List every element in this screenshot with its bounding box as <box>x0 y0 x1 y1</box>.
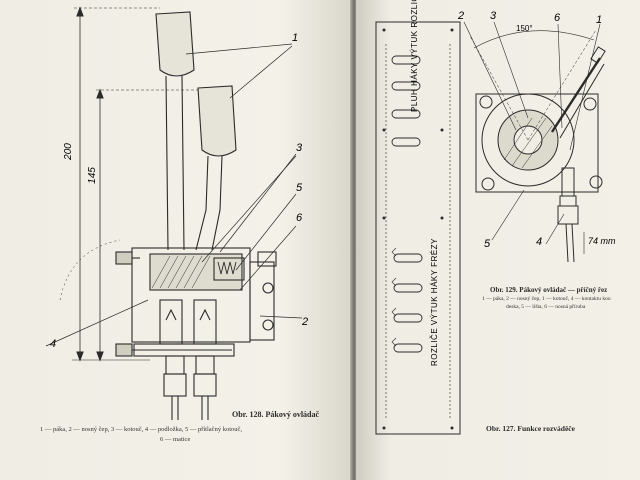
panel-label-frezy: FRÉZY <box>430 238 439 267</box>
callout-5: 5 <box>296 182 303 194</box>
figure-128-legend-line1: 1 — páka, 2 — nosný čep, 3 — kotouč, 4 —… <box>40 426 243 433</box>
dimension-145: 145 <box>86 167 98 184</box>
figure-129-legend-line2: deska, 5 — lišta, 6 — nosná příruba <box>506 304 586 310</box>
callout-129-1: 1 <box>596 14 603 26</box>
callout-2: 2 <box>302 316 309 328</box>
left-page: 1 3 5 6 2 4 200 145 Obr. 128. Pákový ovl… <box>0 0 352 480</box>
callout-3: 3 <box>296 142 303 154</box>
panel-label-bottom: ROZLIČE VÝTUK HÁKY FRÉZY <box>430 238 439 366</box>
callout-6: 6 <box>296 212 303 224</box>
dimension-200: 200 <box>62 143 74 160</box>
angle-label: 150° <box>516 24 533 33</box>
figure-128-legend-line2: 6 — matice <box>160 436 191 443</box>
panel-label-pluh: PLUH <box>410 88 419 112</box>
panel-label-vytuk-top: VÝTUK <box>410 30 419 60</box>
callout-129-4: 4 <box>536 236 543 248</box>
callout-129-6: 6 <box>554 12 561 24</box>
panel-label-haky-bottom: HÁKY <box>430 269 439 294</box>
lever-handle-tall <box>155 11 195 77</box>
lever-handle-short <box>197 85 237 157</box>
panel-label-rozlice-bottom: ROZLIČE <box>430 327 439 366</box>
figure-128-drawing <box>45 6 303 420</box>
figure-127-129-drawing <box>375 21 606 435</box>
panel-label-haky-top: HÁKY <box>410 62 419 86</box>
disc-outer <box>481 93 575 187</box>
callout-4: 4 <box>50 338 57 350</box>
figure-129-caption: Obr. 129. Pákový ovládač — příčný řez <box>490 286 608 294</box>
right-page: PLUH HÁKY VÝTUK ROZLIČE ROZLIČE VÝTUK HÁ… <box>356 0 640 480</box>
flange-plate <box>475 93 599 193</box>
spring <box>217 261 237 275</box>
panel-label-top: PLUH HÁKY VÝTUK ROZLIČE <box>410 0 419 112</box>
lever-129 <box>550 57 602 133</box>
figure-128-caption: Obr. 128. Pákový ovládač <box>232 410 320 419</box>
callout-129-3: 3 <box>490 10 497 22</box>
panel-label-rozlice-top: ROZLIČE <box>410 0 419 28</box>
figure-129-legend-line1: 1 — páka, 2 — nosný čep, 1 — kotouč, 4 —… <box>482 296 611 302</box>
panel-label-vytuk-bottom: VÝTUK <box>430 295 439 326</box>
bolt-bottom <box>115 343 133 357</box>
dimension-74mm: 74 mm <box>588 236 616 246</box>
book-gutter <box>350 0 358 480</box>
callout-129-5: 5 <box>484 238 491 250</box>
callout-129-2: 2 <box>458 10 465 22</box>
bolt-top <box>115 251 133 265</box>
callout-1: 1 <box>292 32 299 44</box>
figure-127-caption: Obr. 127. Funkce rozváděče <box>486 424 575 433</box>
distributor-panel <box>375 21 461 435</box>
right-flange <box>249 261 275 341</box>
